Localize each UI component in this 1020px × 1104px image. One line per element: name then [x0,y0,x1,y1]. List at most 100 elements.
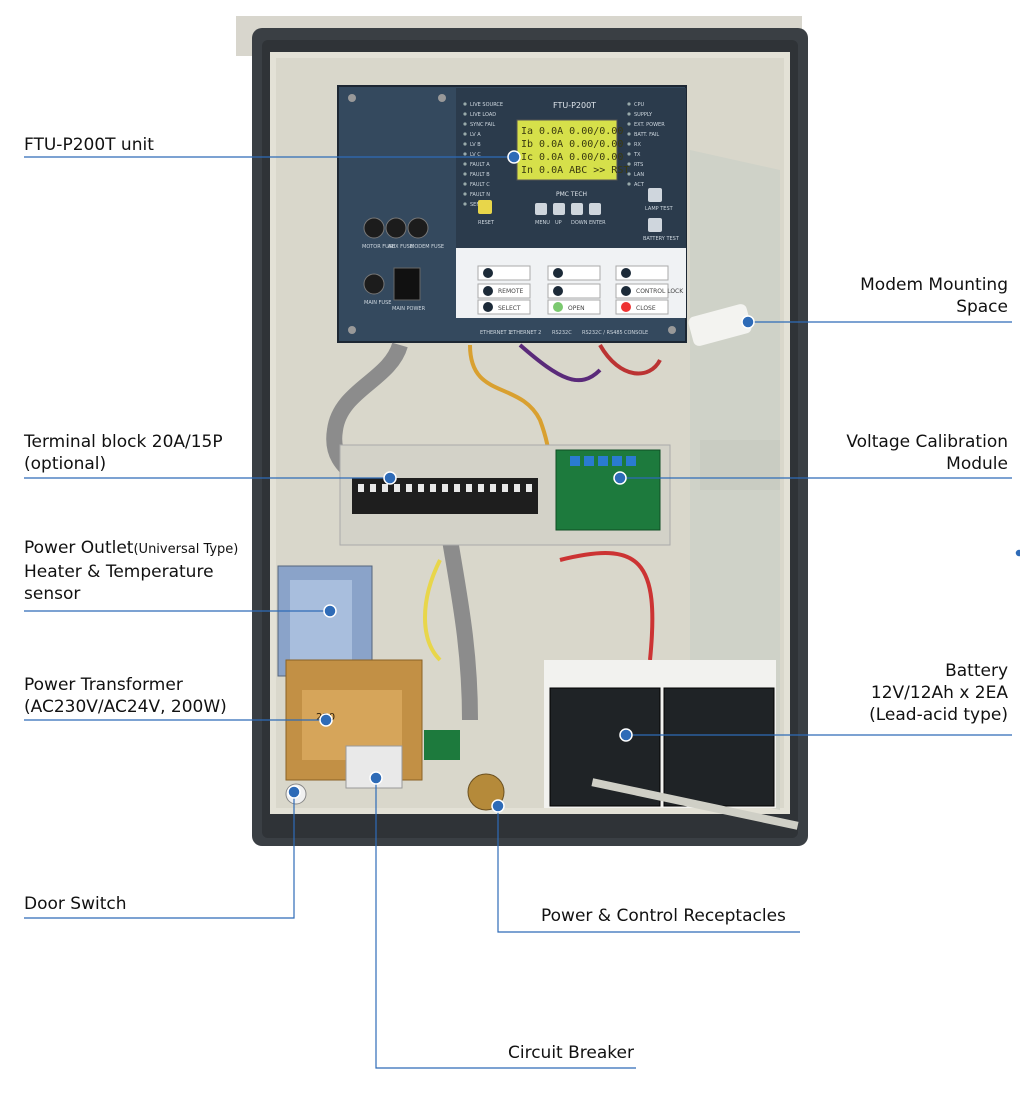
circuit-breaker-label: Circuit Breaker [508,1043,634,1063]
main-power-label: MAIN POWER [392,306,426,312]
lcd-line: Ic 0.0A 0.00/0.00 [521,152,623,163]
outlet-type-text: (Universal Type) [133,542,239,557]
mounting-strap [688,304,752,346]
main-fuse-icon [363,273,385,295]
led-label: ACT [634,182,645,188]
lamp-test-label: LAMP TEST [645,206,674,212]
voltage-label-line: Voltage Calibration [846,432,1008,452]
led-label: TX [633,152,641,158]
led-label: FAULT A [470,162,490,168]
modem-label-line: Space [956,297,1008,317]
panel-button-label: CLOSE [636,305,656,312]
battery-label: Battery 12V/12Ah x 2EA (Lead-acid type) [869,660,1008,726]
modem-fuse-icon [407,217,429,239]
up-key-icon [553,203,565,215]
terminal-label-line: Terminal block 20A/15P [24,432,223,452]
right-led-column: CPU SUPPLY EXT. POWER BATT. FAIL RX TX R… [627,102,665,188]
brand-text: PMC TECH [556,191,587,198]
key-label: MENU [535,220,550,226]
terminal-block [352,478,538,514]
panel-button-label: CONTROL LOCK [636,288,684,295]
transformer-label-line: (AC230V/AC24V, 200W) [24,697,227,717]
battery-label-line: (Lead-acid type) [869,705,1008,725]
panel-button-label: REMOTE [498,288,524,295]
fuse-label: MOTOR FUSE [362,244,395,250]
led-label: LV A [470,132,481,138]
down-key-icon [571,203,583,215]
terminal-label-line: (optional) [24,454,107,474]
port-label: RS232C / RS485 [582,330,623,336]
battery-test-label: BATTERY TEST [643,236,680,242]
main-fuse-label: MAIN FUSE [364,300,391,306]
outlet-label-line: sensor [24,584,81,604]
panel-button-label: SELECT [498,305,521,312]
door-switch-label: Door Switch [24,894,127,914]
lamp-test-icon [648,188,662,202]
aux-fuse-icon [385,217,407,239]
voltage-label-line: Module [946,454,1008,474]
key-label: DOWN [571,220,588,226]
ports: ETHERNET 1 ETHERNET 2 RS232C RS232C / RS… [480,330,648,336]
led-label: FAULT B [470,172,490,178]
lcd-display [516,119,618,181]
nav-keys: MENU UP DOWN ENTER [535,203,606,226]
left-led-column: LIVE SOURCE LIVE LOAD SYNC FAIL LV A LV … [463,102,503,208]
panel-button-label: OPEN [568,305,585,312]
power-outlet-label: Power Outlet(Universal Type) Heater & Te… [24,537,238,605]
port-label: RS232C [552,330,572,336]
led-label: SYNC FAIL [470,122,495,128]
port-label: ETHERNET 1 [480,330,511,336]
led-label: LAN [634,172,644,178]
fuse-holders: MOTOR FUSE AUX FUSE MODEM FUSE MAIN FUSE… [362,217,444,312]
led-label: LIVE SOURCE [470,102,503,108]
led-label: BATT. FAIL [634,132,659,138]
key-label: ENTER [589,220,606,226]
ftu-model-text: FTU-P200T [553,101,596,110]
voltage-module-label: Voltage Calibration Module [846,431,1008,475]
screw-icon [668,326,676,334]
panel-buttons: REMOTE SELECT OPEN CONTROL LOCK CLOSE [477,265,684,315]
main-power-switch-icon [393,267,421,301]
port-label: ETHERNET 2 [510,330,541,336]
reset-key-icon [478,200,492,214]
lcd-line: Ia 0.0A 0.00/0.00 [521,126,623,137]
breaker-leader-line [375,778,636,1069]
led-label: RTS [634,162,643,168]
battery-test-icon [648,218,662,232]
port-label: CONSOLE [624,330,648,336]
fuse-label: AUX FUSE [388,244,413,250]
screw-icon [438,94,446,102]
led-label: LV C [470,152,481,158]
receptacles-label: Power & Control Receptacles [541,906,786,926]
door-stay-bar [591,778,799,830]
transformer-label-line: Power Transformer [24,675,183,695]
battery-label-line: 12V/12Ah x 2EA [870,683,1008,703]
motor-fuse-icon [363,217,385,239]
modem-bracket [700,440,780,490]
led-label: RX [634,142,641,148]
led-label: FAULT N [470,192,490,198]
trim-potentiometers [570,456,636,466]
led-label: LV B [470,142,481,148]
outlet-label-text: Power Outlet [24,538,134,558]
lcd-line: In 0.0A ABC >> RST [521,165,629,176]
small-pcb [424,730,460,760]
led-label: SUPPLY [634,112,653,118]
modem-label-line: Modem Mounting [860,275,1008,295]
door-leader-line [24,792,295,919]
led-label: LIVE LOAD [470,112,496,118]
receptacles-leader-line [497,806,800,933]
lcd-line: Ib 0.0A 0.00/0.00 [521,139,623,150]
heater-box-front [290,580,352,660]
menu-key-icon [535,203,547,215]
leader-dots [287,150,1020,813]
leader-lines [24,156,1012,1069]
battery-2 [663,687,775,807]
screw-icon [348,326,356,334]
reset-label: RESET [478,220,495,226]
terminal-screws [358,484,532,492]
modem-label: Modem Mounting Space [860,274,1008,318]
outlet-label-line: Heater & Temperature [24,562,214,582]
transformer-label: Power Transformer (AC230V/AC24V, 200W) [24,674,227,718]
